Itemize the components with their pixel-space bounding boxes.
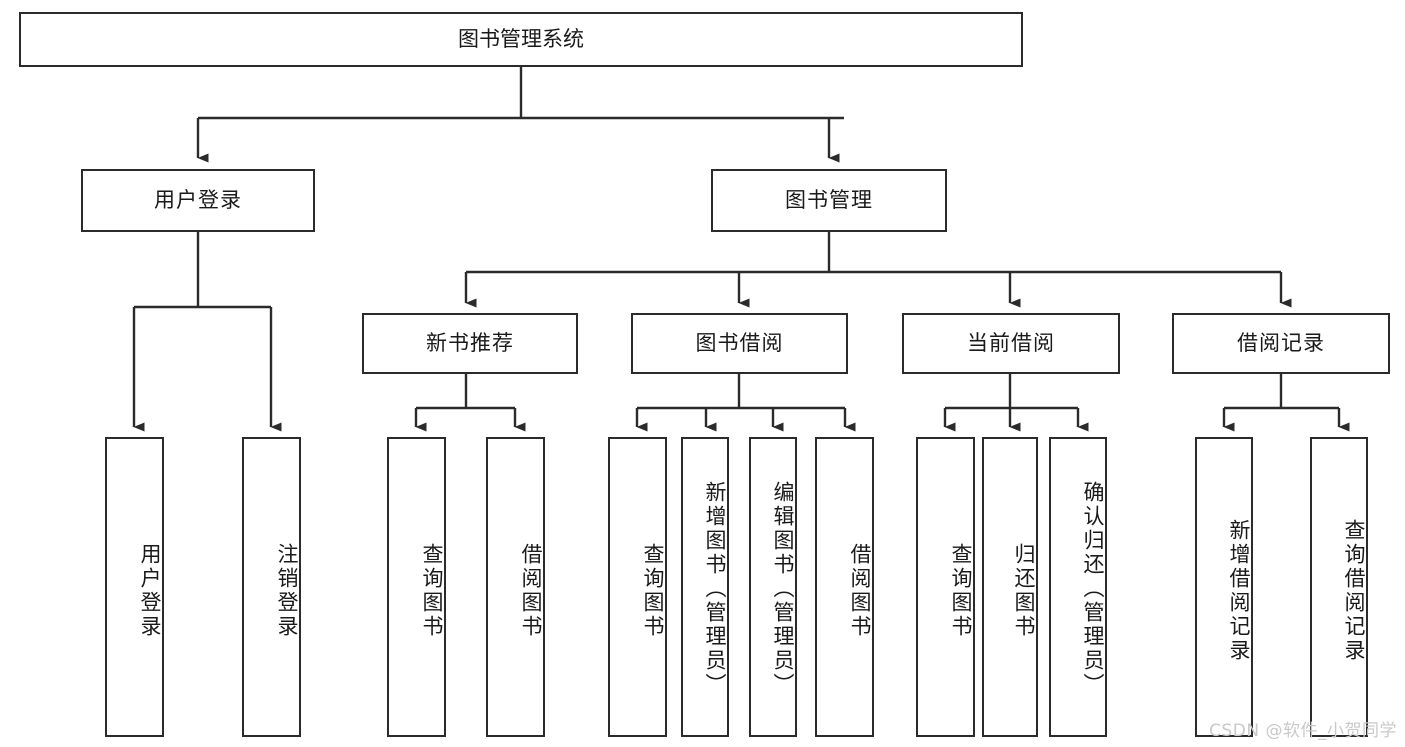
csdn-watermark: CSDN @软件_小贺同学: [1209, 721, 1397, 741]
leaf-new-book-rec-1[interactable]: 查询图书: [387, 437, 446, 737]
leaf-new-book-rec-2[interactable]: 借阅图书: [486, 437, 545, 737]
leaf-user-login-2[interactable]: 注销登录: [242, 437, 301, 737]
leaf-label: 编辑图书（管理员）: [771, 481, 795, 697]
node-user-login-label: 用户登录: [154, 188, 242, 213]
leaf-current-borrow-3[interactable]: 确认归还（管理员）: [1049, 437, 1107, 737]
leaf-current-borrow-2[interactable]: 归还图书: [982, 437, 1038, 737]
leaf-book-borrow-1[interactable]: 查询图书: [608, 437, 667, 737]
leaf-label: 借阅图书: [519, 543, 543, 639]
node-borrow-record[interactable]: 借阅记录: [1172, 313, 1390, 374]
node-new-book-rec[interactable]: 新书推荐: [362, 313, 578, 374]
leaf-borrow-record-1[interactable]: 新增借阅记录: [1195, 437, 1253, 737]
node-root-label: 图书管理系统: [458, 27, 584, 52]
leaf-label: 归还图书: [1012, 543, 1036, 639]
leaf-book-borrow-2[interactable]: 新增图书（管理员）: [681, 437, 729, 737]
leaf-label: 注销登录: [275, 543, 299, 639]
leaf-label: 查询图书: [949, 543, 973, 639]
node-book-manage-label: 图书管理: [785, 188, 873, 213]
node-book-borrow-label: 图书借阅: [695, 331, 784, 356]
node-current-borrow-label: 当前借阅: [967, 331, 1055, 356]
node-book-manage[interactable]: 图书管理: [711, 169, 947, 232]
leaf-label: 查询图书: [641, 543, 665, 639]
leaf-label: 查询借阅记录: [1342, 519, 1366, 663]
node-new-book-rec-label: 新书推荐: [426, 331, 514, 356]
leaf-label: 借阅图书: [848, 543, 872, 639]
node-book-borrow[interactable]: 图书借阅: [631, 313, 848, 374]
leaf-label: 用户登录: [138, 543, 162, 639]
node-borrow-record-label: 借阅记录: [1237, 331, 1325, 356]
node-root[interactable]: 图书管理系统: [19, 12, 1023, 67]
leaf-label: 新增图书（管理员）: [703, 481, 727, 697]
leaf-label: 新增借阅记录: [1227, 519, 1251, 663]
leaf-user-login-1[interactable]: 用户登录: [105, 437, 164, 737]
leaf-label: 确认归还（管理员）: [1081, 481, 1105, 697]
leaf-book-borrow-3[interactable]: 编辑图书（管理员）: [749, 437, 797, 737]
leaf-borrow-record-2[interactable]: 查询借阅记录: [1310, 437, 1368, 737]
node-current-borrow[interactable]: 当前借阅: [902, 313, 1120, 374]
leaf-book-borrow-4[interactable]: 借阅图书: [815, 437, 874, 737]
leaf-label: 查询图书: [420, 543, 444, 639]
node-user-login[interactable]: 用户登录: [81, 169, 315, 232]
leaf-current-borrow-1[interactable]: 查询图书: [916, 437, 975, 737]
